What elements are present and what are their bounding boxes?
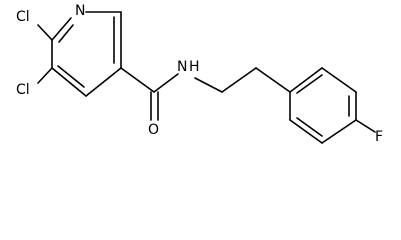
atom-label-chlorine-bottom: Cl: [16, 82, 30, 98]
bond-ch2-aryl: [255, 67, 291, 93]
atom-label-amide-hydrogen: H: [189, 59, 200, 75]
bond-ring-c6-n-inner: [58, 24, 74, 43]
bond-ar-c4-c5: [321, 119, 357, 144]
bond-c3-carbonyl: [120, 67, 155, 93]
atom-label-fluorine: F: [375, 129, 383, 145]
bond-ring-c3-c4: [85, 67, 122, 97]
bond-nh-ch2: [194, 77, 223, 93]
bond-carbonyl-nh: [153, 73, 179, 93]
bond-ar-f: [355, 119, 376, 133]
atom-label-oxygen: O: [148, 122, 159, 138]
bond-c5-cl-bottom: [37, 67, 53, 84]
atom-label-ring-nitrogen: N: [75, 3, 85, 19]
molecule-structure-diagram: N Cl Cl O N H F: [16, 3, 383, 145]
bond-ch2-ch2: [221, 67, 257, 93]
bond-ar-c5-c6: [289, 119, 323, 144]
fluorophenyl-ring: [289, 67, 357, 144]
atom-label-amide-nitrogen: N: [177, 59, 187, 75]
bond-ring-c4-c5-inner: [57, 65, 85, 88]
bond-ring-c6-n: [51, 17, 72, 41]
bond-c6-cl-top: [37, 24, 53, 41]
pyridine-ring: [51, 11, 122, 97]
bond-ar-c2-c3: [321, 67, 357, 93]
bond-ar-c5-c6-inner: [296, 117, 323, 137]
bond-ar-c1-c2: [289, 67, 323, 93]
bond-ring-c4-c5: [51, 67, 87, 97]
bond-ar-c1-c2-inner: [296, 74, 323, 94]
atom-label-chlorine-top: Cl: [16, 9, 30, 25]
